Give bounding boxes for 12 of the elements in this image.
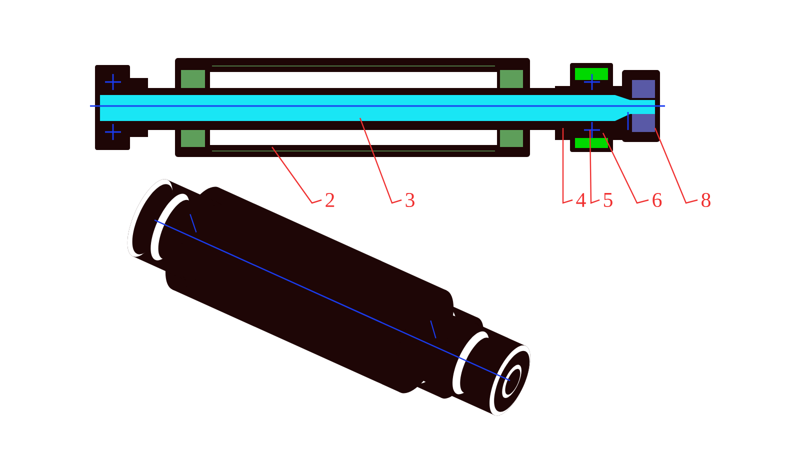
- callout-number: 5: [604, 193, 612, 207]
- callout-number: 4: [576, 193, 586, 207]
- callout-number: 8: [702, 192, 710, 208]
- leader-line: [654, 128, 698, 204]
- leader-line: [589, 130, 600, 204]
- leader-line: [602, 132, 649, 204]
- leader-line: [272, 146, 322, 204]
- leader-line: [359, 118, 402, 204]
- callout-number: 3: [406, 192, 414, 208]
- leader-line: [562, 128, 573, 204]
- callout-number: 6: [652, 192, 662, 208]
- callout-number: 2: [326, 193, 334, 207]
